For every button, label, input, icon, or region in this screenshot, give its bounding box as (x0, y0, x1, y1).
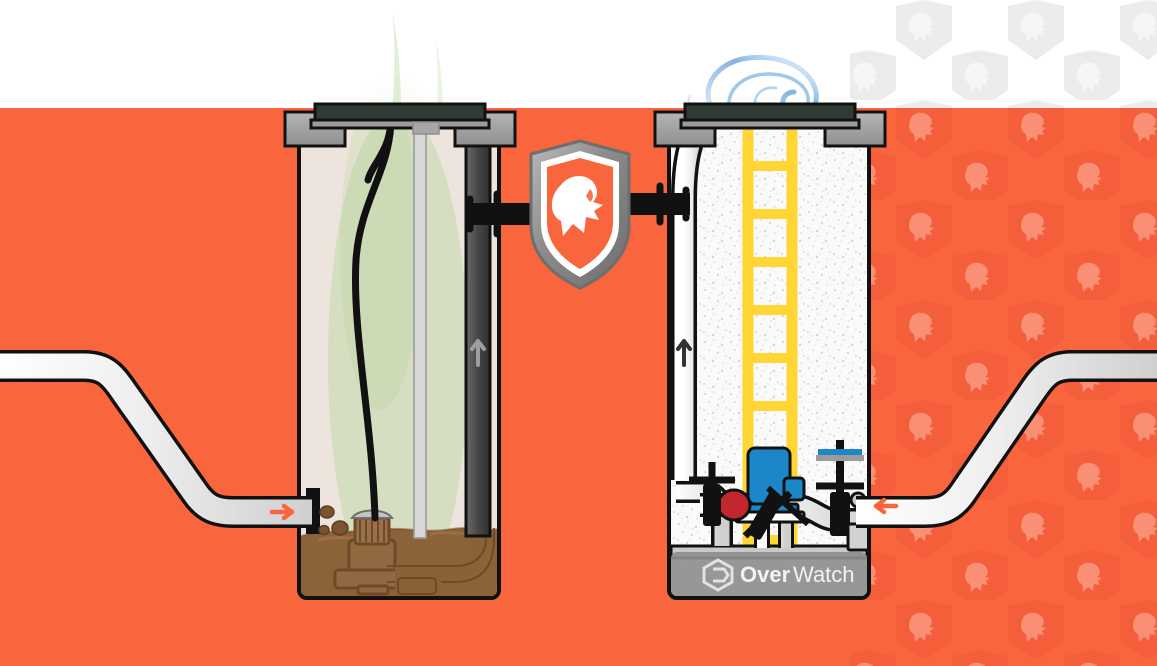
submersible-pump-fouled[interactable] (333, 509, 413, 596)
hatch-frame-right (679, 118, 861, 130)
flow-arrow-up-right-riser (676, 339, 692, 367)
logo-text-over: Over (740, 562, 791, 587)
logo-plate (671, 552, 867, 596)
overwatch-shield-badge[interactable] (466, 139, 690, 290)
interior-odor-haze (328, 118, 468, 596)
flow-arrow-up-left-riser (470, 339, 486, 367)
pump-guide-rail (413, 118, 427, 539)
discharge-riser-dirty (464, 118, 492, 538)
hatch-frame (309, 118, 491, 130)
access-hatch-closed[interactable] (283, 102, 517, 148)
pump-power-cable (352, 118, 395, 522)
gate-valve-suction[interactable] (689, 462, 735, 526)
logo-text-watch: Watch (793, 562, 855, 587)
pipe-flange-collars (466, 182, 690, 238)
influent-pipe-right (856, 350, 1157, 528)
wet-well-problem-vault[interactable] (0, 90, 517, 610)
flow-arrow-inlet-right (873, 497, 899, 515)
gate-valve-angled[interactable] (742, 485, 811, 541)
watermark-pattern-soil (850, 108, 1157, 666)
falling-debris-rocks (318, 505, 349, 536)
flow-arrow-inlet-left (269, 503, 295, 521)
buried-discharge-piping (387, 528, 495, 596)
influent-pipe-left (0, 350, 312, 528)
hatch-penetration-seal (412, 121, 440, 135)
discharge-riser-clean (671, 118, 712, 480)
gate-valve-discharge[interactable] (816, 440, 864, 536)
overwatch-logo: Over Watch (671, 552, 867, 596)
interior-odor-haze-2 (340, 118, 420, 410)
rhino-horn-detail (586, 189, 593, 202)
dry-well-solution-vault[interactable]: Over Watch (653, 102, 1157, 600)
hexagon-chevron-mark (702, 558, 734, 592)
access-hatch-open-vented[interactable] (653, 102, 887, 148)
check-valve[interactable] (716, 488, 752, 522)
